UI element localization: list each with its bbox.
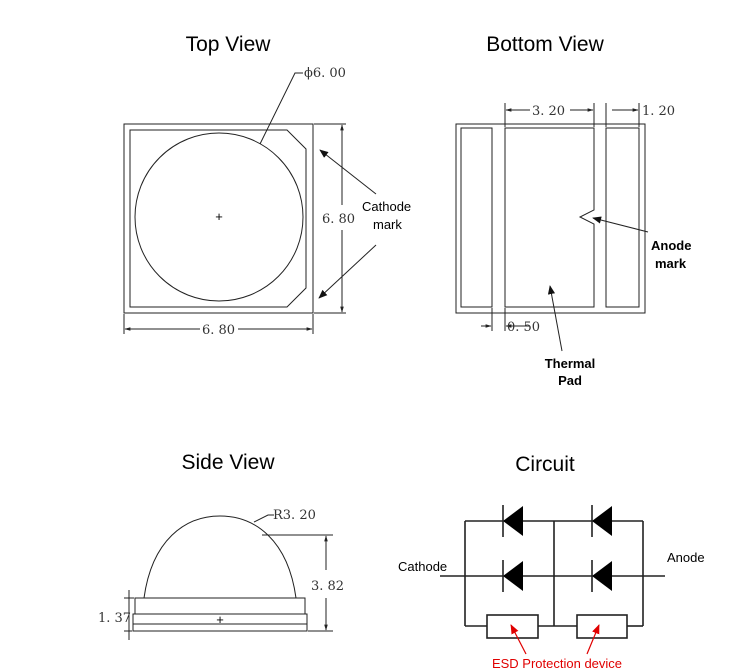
- cathode-mark-label-2: mark: [373, 217, 402, 232]
- bottom-package-outline: [455, 123, 646, 314]
- side-view: Side View + R3. 20 3. 82 1. 37: [98, 451, 344, 640]
- gap-dim: 0. 50: [507, 320, 540, 335]
- pad-width-dim: 3. 20: [532, 104, 565, 119]
- esd-label: ESD Protection device: [492, 656, 622, 671]
- anode-mark-label-2: mark: [655, 256, 687, 271]
- thermal-pad-arrow: [547, 285, 563, 352]
- bottom-view-title: Bottom View: [486, 33, 604, 56]
- esd-device-1: [486, 614, 539, 639]
- diode-4: [591, 560, 612, 592]
- top-view: Top View + ϕ6. 00 6. 80 6. 80 Cathode ma…: [123, 33, 411, 338]
- package-outline: [123, 123, 314, 314]
- cathode-mark-arrow-bottom: [318, 244, 377, 299]
- side-view-title: Side View: [181, 451, 275, 474]
- top-view-title: Top View: [186, 33, 272, 56]
- circuit: Circuit Cathode Anode: [398, 453, 705, 671]
- right-pad: [605, 127, 640, 308]
- esd-arrow-1: [510, 624, 527, 655]
- cathode-mark-label-1: Cathode: [362, 199, 411, 214]
- diode-2: [591, 505, 612, 537]
- thermal-pad-label-1: Thermal: [545, 356, 596, 371]
- package-inner-outline: [129, 129, 307, 308]
- side-center-mark: +: [216, 612, 224, 627]
- thermal-pad-label-2: Pad: [558, 373, 582, 388]
- dome-profile: [143, 515, 297, 599]
- diode-1: [502, 505, 523, 537]
- diode-3: [502, 560, 523, 592]
- anode-terminal-label: Anode: [667, 550, 705, 565]
- anode-mark-arrow: [592, 216, 649, 233]
- esd-arrow-2: [586, 624, 600, 655]
- center-mark: +: [215, 209, 223, 224]
- circuit-title: Circuit: [515, 453, 575, 476]
- radius-leader: [253, 514, 274, 523]
- side-pad-dim: 1. 20: [642, 104, 675, 119]
- cathode-mark-arrow-top: [319, 149, 377, 195]
- radius-dim: R3. 20: [273, 508, 316, 523]
- lens-circle: [134, 132, 304, 302]
- total-height-dim: 3. 82: [311, 579, 344, 594]
- base-height-dim: 1. 37: [98, 611, 131, 626]
- anode-mark-label-1: Anode: [651, 238, 691, 253]
- height-dim: 6. 80: [322, 212, 355, 227]
- diameter-leader: [259, 72, 303, 145]
- package-base: [132, 613, 308, 632]
- width-dim: 6. 80: [202, 323, 235, 338]
- esd-device-2: [576, 614, 628, 639]
- bottom-view: Bottom View 3. 20 1. 20 0. 50 Anode mark…: [455, 33, 691, 388]
- left-pad: [460, 127, 493, 308]
- thermal-pad: [504, 127, 595, 308]
- diameter-dim: ϕ6. 00: [304, 66, 346, 81]
- cathode-terminal-label: Cathode: [398, 559, 447, 574]
